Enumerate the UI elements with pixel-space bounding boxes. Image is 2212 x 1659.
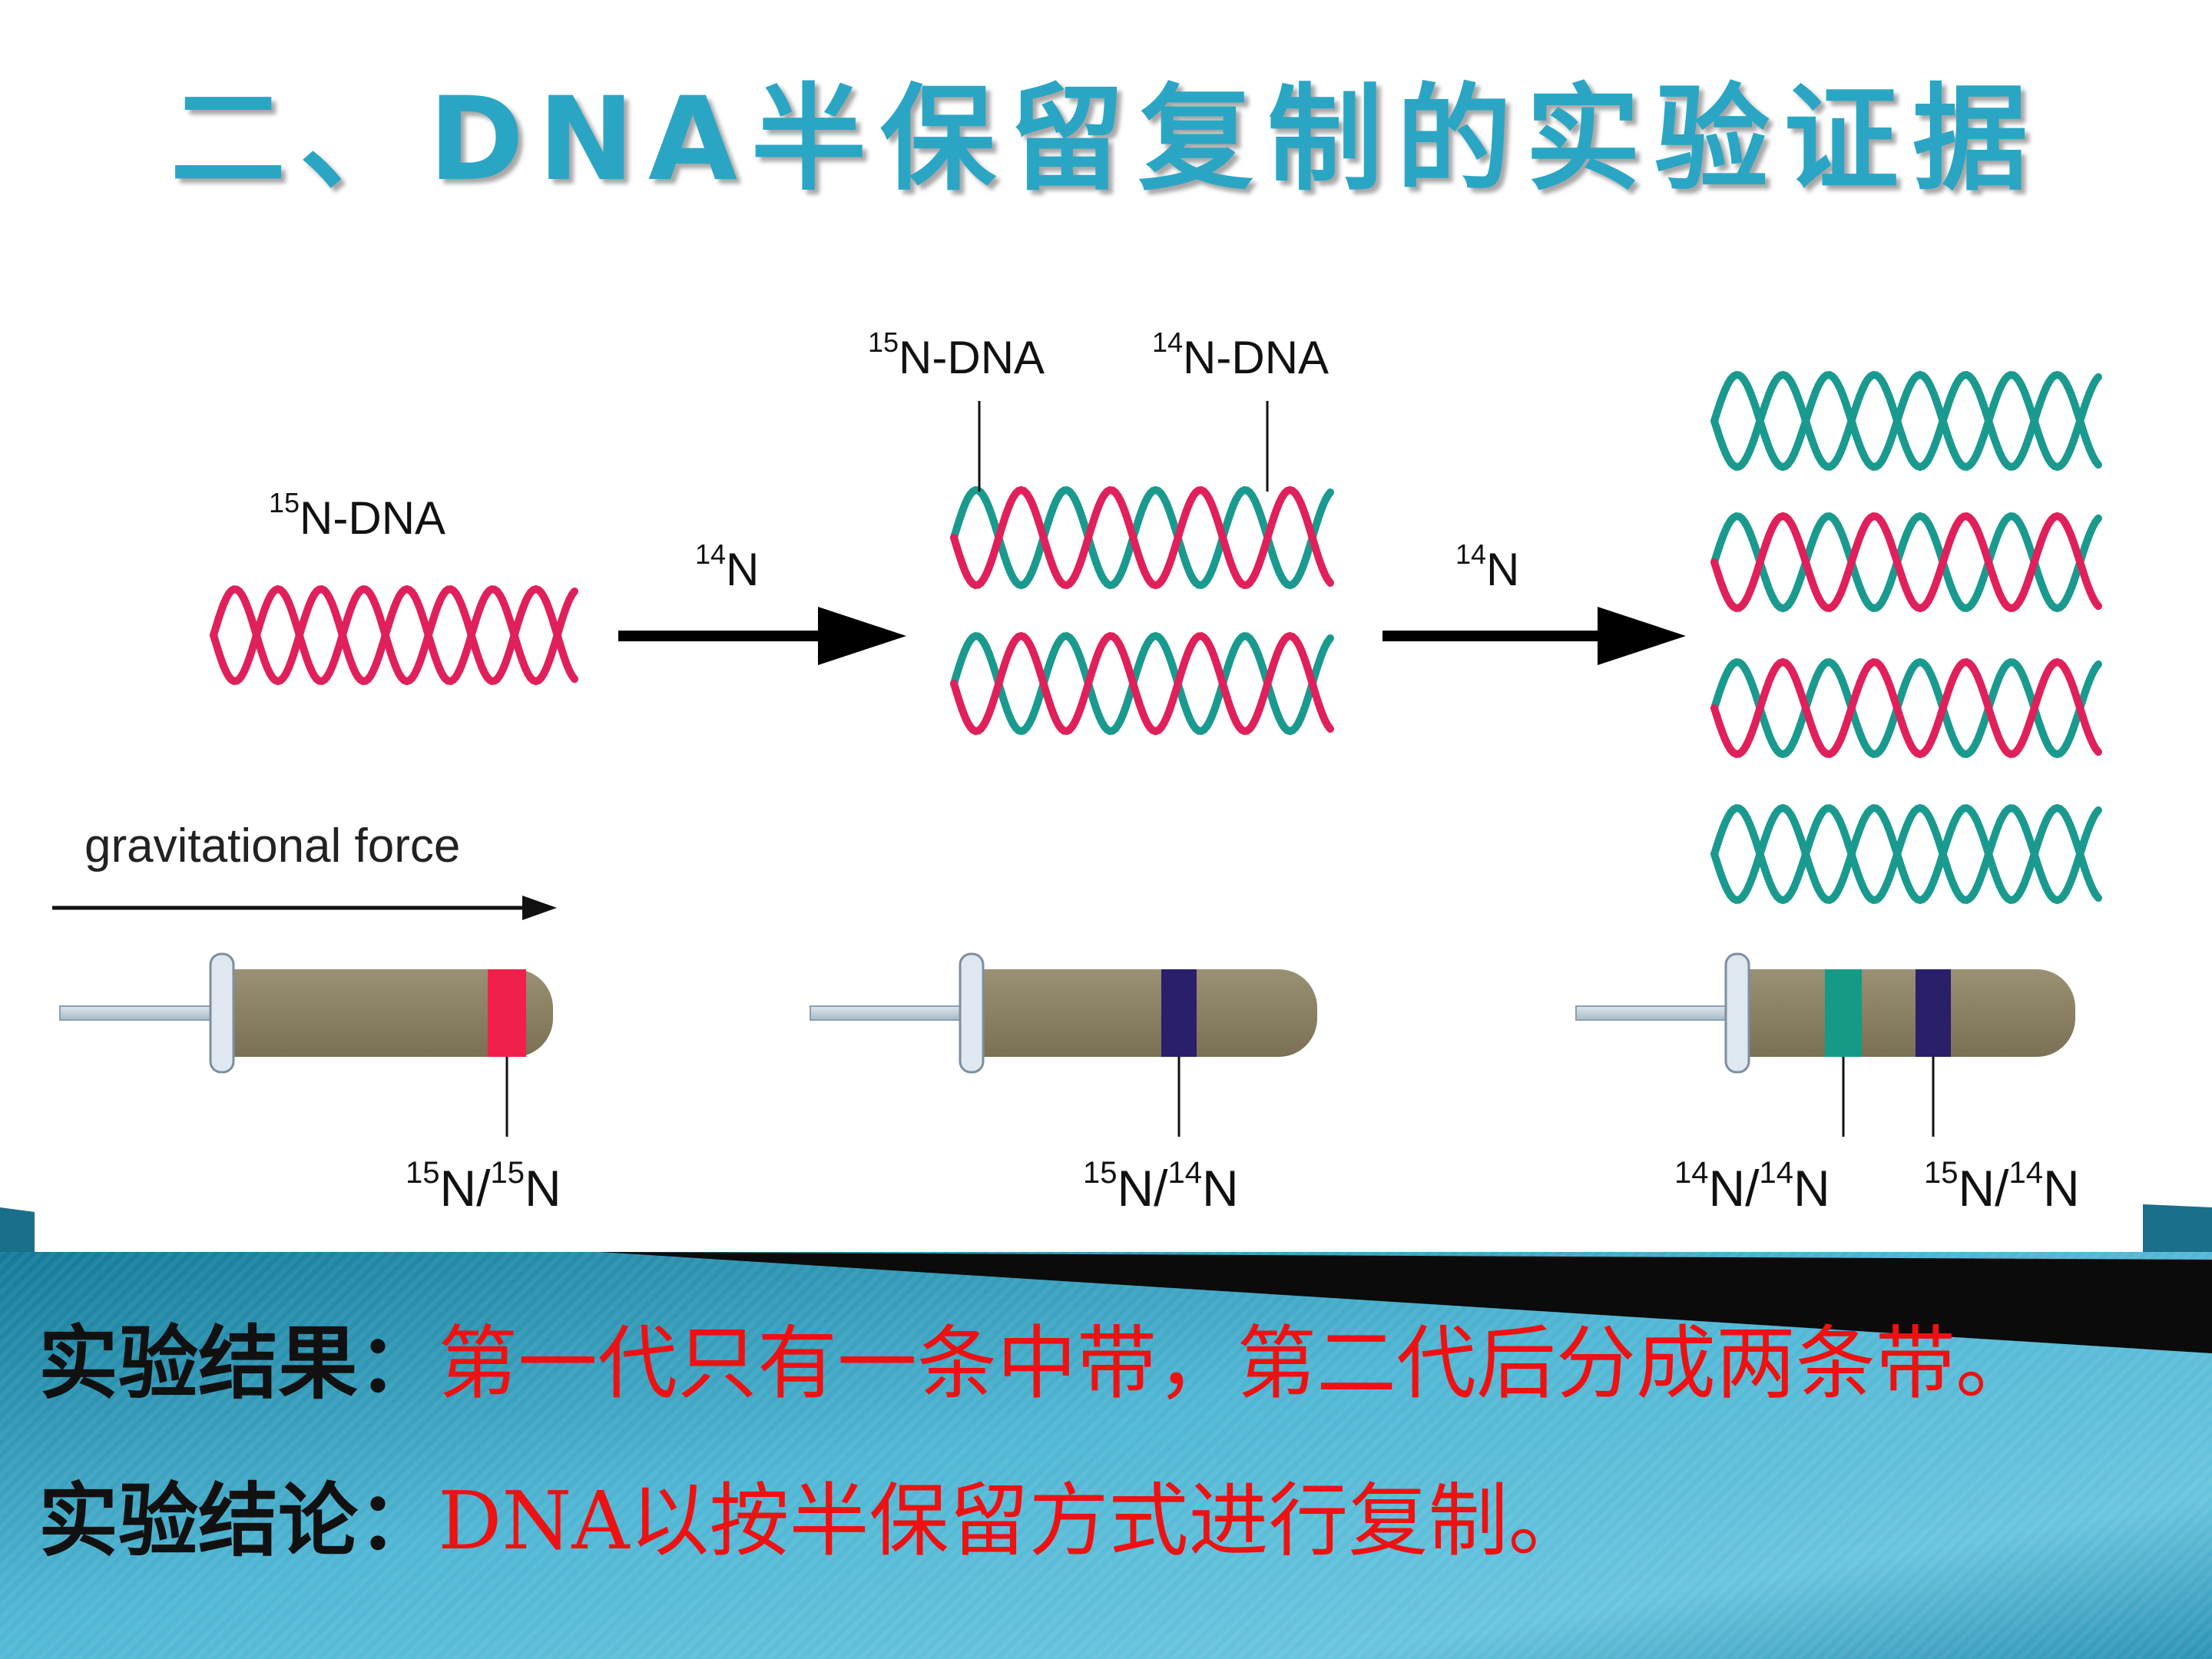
- slide-title: 二、DNA半保留复制的实验证据: [170, 73, 2042, 207]
- arrow-to-gen1: [618, 607, 906, 665]
- tube2-15n14n-band: [1161, 969, 1197, 1057]
- tube1-band-label: 15N/15N: [406, 1156, 561, 1217]
- centrifuge-tube-3: [1575, 952, 2075, 1074]
- arrow-to-gen2: [1382, 607, 1686, 665]
- dna-strand-a: [210, 584, 578, 686]
- arrow1-label: 14N: [695, 538, 759, 595]
- gen1-helix-bottom: [950, 631, 1334, 736]
- gen2-helix-4: [1710, 803, 2102, 905]
- experiment-conclusion: 实验结论：DNA以按半保留方式进行复制。: [38, 1455, 1588, 1571]
- gravity-arrow: [52, 896, 557, 920]
- dna-strand-a: [1710, 657, 2102, 759]
- tube3-hybrid-band-label: 15N/14N: [1924, 1156, 2080, 1217]
- gen2-helix-3: [1710, 657, 2102, 759]
- gen2-helix-1: [1710, 370, 2102, 472]
- experiment-result: 实验结果：第一代只有一条中带，第二代后分成两条带。: [38, 1298, 2035, 1414]
- gen2-helix-2: [1710, 512, 2102, 613]
- tube3-14n14n-band: [1825, 969, 1862, 1057]
- parent-dna-label: 15N-DNA: [269, 487, 445, 544]
- dna-strand-a: [1710, 512, 2102, 613]
- gen1-14n-dna-label: 14N-DNA: [1152, 326, 1329, 383]
- centrifuge-tube-1: [59, 952, 553, 1074]
- conclusion-text: DNA以按半保留方式进行复制。: [438, 1474, 1588, 1568]
- dna-strand-a: [1710, 370, 2102, 472]
- gravity-label: gravitational force: [84, 820, 460, 873]
- dna-strand-a: [950, 631, 1334, 736]
- arrow2-label: 14N: [1455, 538, 1519, 595]
- tube1-15n15n-band: [488, 969, 526, 1057]
- result-label: 实验结果：: [38, 1316, 439, 1410]
- tube2-band-label: 15N/14N: [1083, 1156, 1239, 1217]
- dna-strand-a: [1710, 803, 2102, 905]
- tube3-light-band-label: 14N/14N: [1674, 1156, 1830, 1217]
- conclusion-label: 实验结论：: [38, 1474, 439, 1568]
- result-text: 第一代只有一条中带，第二代后分成两条带。: [438, 1316, 2036, 1410]
- centrifuge-tube-2: [810, 952, 1317, 1074]
- parent-helix-15n: [210, 584, 578, 686]
- dna-strand-a: [950, 485, 1334, 590]
- tube3-15n14n-band: [1916, 969, 1951, 1057]
- gen1-helix-top: [950, 485, 1334, 590]
- gen1-15n-dna-label: 15N-DNA: [868, 326, 1045, 383]
